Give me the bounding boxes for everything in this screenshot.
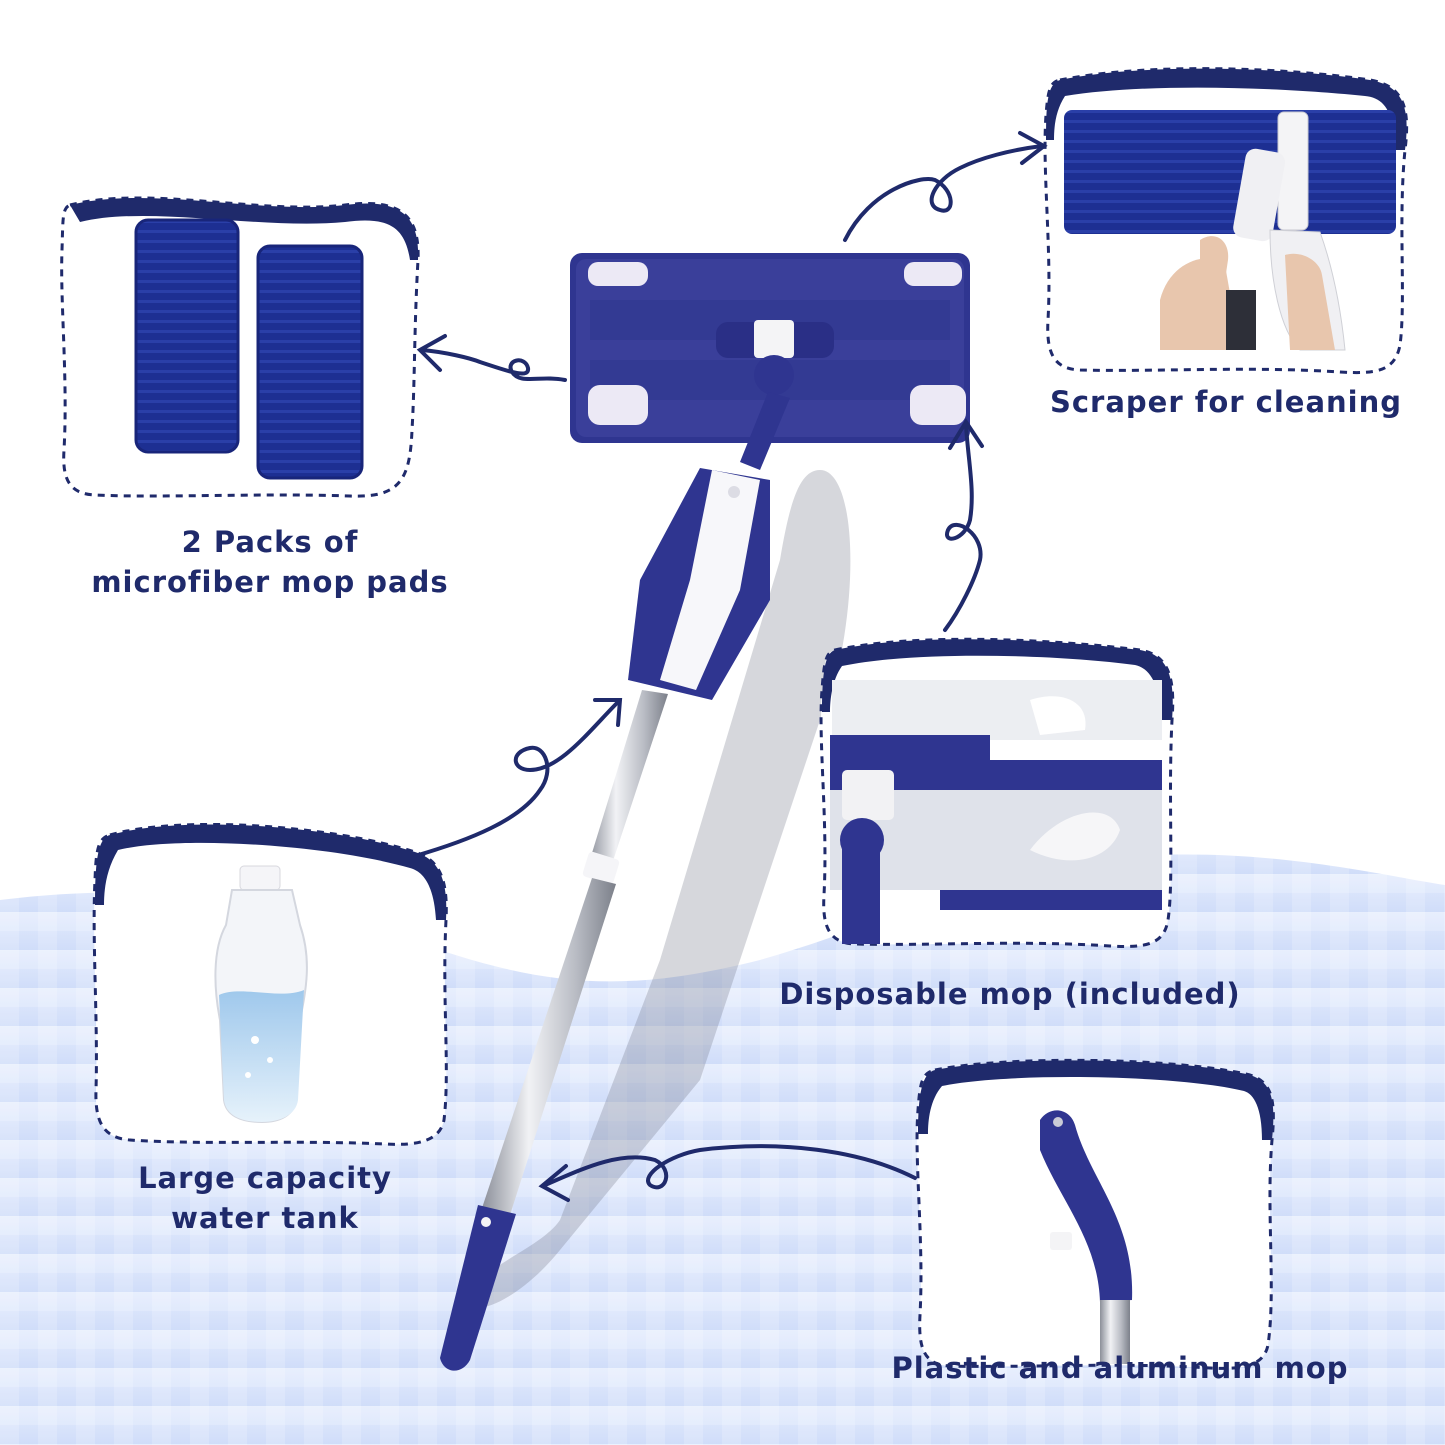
tank-caption-line1: Large capacity — [138, 1161, 392, 1195]
scraper-photo — [1064, 110, 1396, 351]
mop-shadow — [470, 470, 851, 1308]
pads-caption: 2 Packs of microfiber mop pads — [60, 522, 480, 602]
disposable-caption: Disposable mop (included) — [770, 974, 1250, 1014]
tank-caption-line2: water tank — [171, 1201, 359, 1235]
handle-photo — [1040, 1110, 1133, 1364]
scraper-caption: Scraper for cleaning — [1040, 382, 1412, 422]
arrow-to-pads — [416, 334, 567, 382]
tank-caption: Large capacity water tank — [100, 1158, 430, 1238]
mop — [440, 253, 970, 1371]
water-tank-photo — [214, 865, 308, 1124]
pads-caption-line1: 2 Packs of — [181, 525, 359, 559]
arrow-to-tank-body — [413, 698, 623, 858]
pads-caption-line2: microfiber mop pads — [91, 565, 449, 599]
scraper-caption-line1: Scraper for cleaning — [1049, 385, 1403, 419]
microfiber-pad-left — [134, 218, 240, 454]
microfiber-pad-right — [256, 244, 364, 480]
pads-frame — [60, 196, 420, 498]
arrow-to-head — [943, 418, 984, 632]
arrow-to-handle-end — [538, 1144, 917, 1202]
plastic-caption-line1: Plastic and aluminum mop — [891, 1351, 1349, 1385]
disposable-photo — [830, 680, 1162, 944]
disposable-caption-line1: Disposable mop (included) — [779, 977, 1241, 1011]
plastic-caption: Plastic and aluminum mop — [870, 1348, 1370, 1388]
arrow-to-scraper — [843, 131, 1048, 242]
